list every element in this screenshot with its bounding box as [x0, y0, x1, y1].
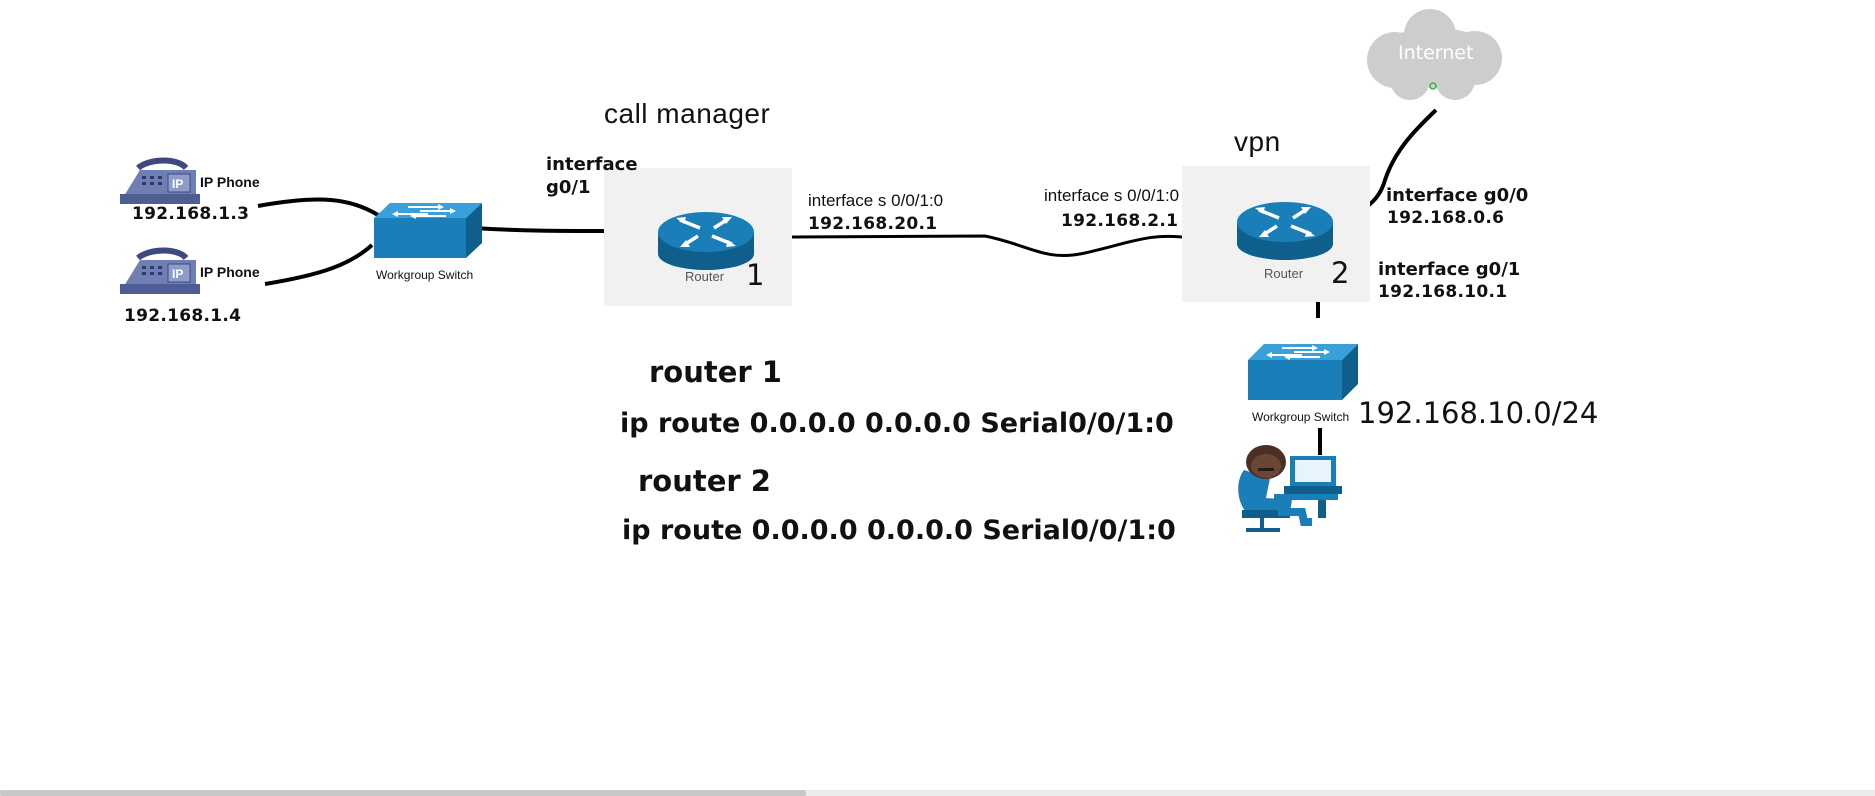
phone1-label: IP Phone	[200, 174, 260, 190]
switch2-label: Workgroup Switch	[1252, 410, 1350, 424]
switch1-icon	[374, 203, 482, 258]
wire-phone2-switch1	[264, 243, 374, 286]
ip-phone1-icon: IP	[120, 157, 200, 204]
r2-g01-iface: interface g0/1	[1378, 259, 1521, 280]
router1-label: Router	[685, 269, 725, 284]
r2-g01-ip: 192.168.10.1	[1378, 282, 1508, 302]
switch2-icon	[1248, 344, 1358, 400]
phone1-ip: 192.168.1.3	[132, 204, 250, 224]
r1-serial-iface: interface s 0/0/1:0	[808, 191, 944, 210]
r2-serial-iface: interface s 0/0/1:0	[1044, 186, 1180, 205]
router2-note-cmd: ip route 0.0.0.0 0.0.0.0 Serial0/0/1:0	[622, 515, 1176, 546]
router2-note-title: router 2	[638, 464, 771, 498]
horizontal-scrollbar-thumb[interactable]	[0, 790, 806, 796]
horizontal-scrollbar[interactable]	[0, 790, 1875, 796]
ip-phone2-icon: IP	[120, 247, 200, 294]
r1-g01-line1: interface	[546, 154, 638, 175]
internet-cloud-icon	[1367, 9, 1502, 100]
vpn-label: vpn	[1234, 126, 1281, 157]
r2-g00-iface: interface g0/0	[1386, 185, 1529, 206]
router1-number: 1	[746, 258, 765, 292]
wire-phone1-switch1	[257, 197, 380, 217]
ip-phone1-badge: IP	[172, 177, 183, 191]
lan-subnet: 192.168.10.0/24	[1358, 396, 1599, 430]
r1-g01-line2: g0/1	[546, 177, 591, 198]
pc-user-icon	[1238, 445, 1342, 532]
phone2-label: IP Phone	[200, 264, 260, 280]
router1-note-title: router 1	[649, 355, 782, 389]
ip-phone2-badge: IP	[172, 267, 183, 281]
r2-g00-ip: 192.168.0.6	[1387, 208, 1505, 228]
internet-label: Internet	[1398, 42, 1474, 64]
r1-serial-ip: 192.168.20.1	[808, 214, 938, 234]
call-manager-label: call manager	[604, 98, 771, 129]
router2-number: 2	[1331, 256, 1350, 290]
router2-label: Router	[1264, 266, 1304, 281]
wire-router1-router2-serial	[791, 234, 1191, 258]
router1-note-cmd: ip route 0.0.0.0 0.0.0.0 Serial0/0/1:0	[620, 408, 1174, 439]
r2-serial-ip: 192.168.2.1	[1061, 211, 1179, 231]
phone2-ip: 192.168.1.4	[124, 306, 242, 326]
wire-switch1-router1	[473, 226, 611, 233]
switch1-label: Workgroup Switch	[376, 268, 474, 282]
